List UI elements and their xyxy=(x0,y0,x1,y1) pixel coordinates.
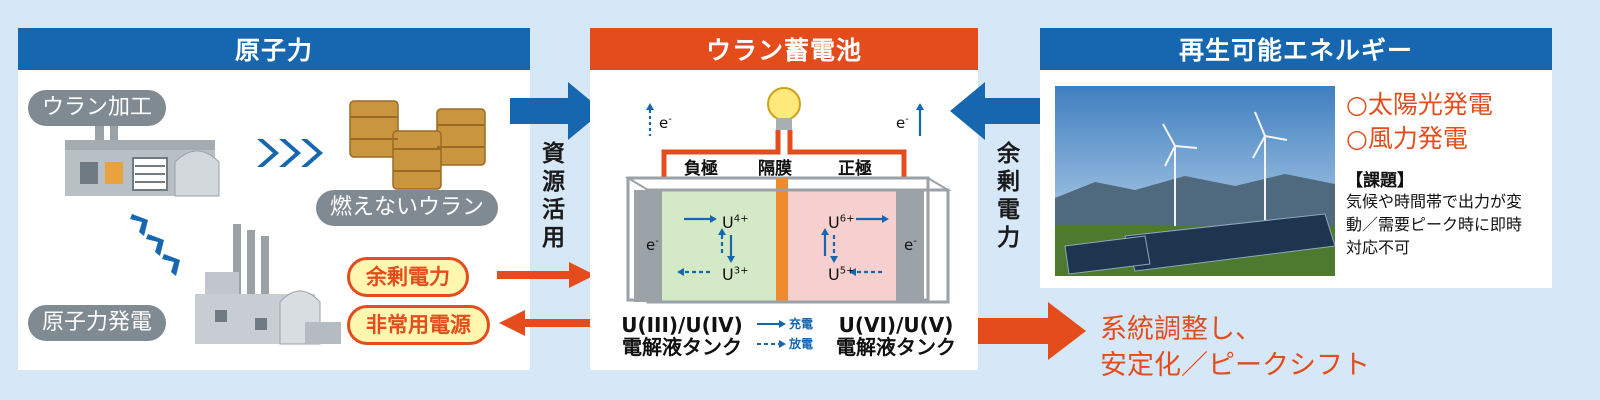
right-tank-label: U(VI)/U(V) 電解液タンク xyxy=(836,313,956,359)
renewable-header: 再生可能エネルギー xyxy=(1040,28,1552,70)
result-line2: 安定化／ピークシフト xyxy=(1100,350,1370,381)
battery-header: ウラン蓄電池 xyxy=(590,28,978,70)
result-arrow-icon xyxy=(978,302,1086,360)
renewable-title: 再生可能エネルギー xyxy=(1178,36,1413,65)
power-plant-illustration xyxy=(195,224,341,345)
chevrons-down-icon xyxy=(130,214,180,276)
nuclear-power-label: 原子力発電 xyxy=(28,305,167,341)
discharge-legend-label: 放電 xyxy=(789,337,814,351)
membrane-label: 隔膜 xyxy=(758,159,792,179)
uranium-processing-label: ウラン加工 xyxy=(28,90,167,126)
surplus-power-pill: 余剰電力 xyxy=(347,257,469,297)
resource-arrow-icon xyxy=(510,82,603,140)
left-tank-label: U(III)/U(IV) 電解液タンク xyxy=(621,313,743,359)
solar-label: ○太陽光発電 xyxy=(1346,90,1493,119)
surplus-arrow-icon xyxy=(497,262,595,288)
solar-wind-photo xyxy=(1055,86,1335,276)
uranium-barrels-illustration xyxy=(349,100,486,190)
surplus-in-arrow-icon xyxy=(950,82,1043,140)
charge-legend-icon xyxy=(757,320,786,328)
positive-electrode-label: 正極 xyxy=(838,159,872,179)
issue-text: 気候や時間帯で出力が変動／需要ピーク時に即時対応不可 xyxy=(1346,192,1523,257)
electron-left: e- xyxy=(646,236,659,254)
charge-legend-label: 充電 xyxy=(789,317,814,331)
issue-title: 【課題】 xyxy=(1346,171,1414,191)
nuclear-header: 原子力 xyxy=(18,28,530,70)
nuclear-title: 原子力 xyxy=(234,36,313,65)
negative-electrode-label: 負極 xyxy=(684,159,718,179)
battery-diagram xyxy=(624,87,952,304)
ion-u5: U5+ xyxy=(828,265,855,284)
unburnable-uranium-label: 燃えないウラン xyxy=(316,190,499,226)
resource-use-label: 資 源 活 用 xyxy=(542,141,565,251)
emergency-power-pill: 非常用電源 xyxy=(347,305,490,345)
surplus-vertical-label: 余 剰 電 力 xyxy=(997,141,1020,251)
electron-right: e- xyxy=(904,236,917,254)
result-line1: 系統調整し、 xyxy=(1100,314,1262,345)
ion-u4: U4+ xyxy=(722,213,749,232)
battery-title: ウラン蓄電池 xyxy=(705,36,862,65)
factory-illustration xyxy=(65,108,220,197)
wind-label: ○風力発電 xyxy=(1346,124,1468,153)
electron-top-right: e- xyxy=(896,114,909,132)
chevrons-right-icon xyxy=(257,139,323,167)
ion-u6: U6+ xyxy=(828,213,855,232)
electron-top-left: e- xyxy=(659,114,672,132)
discharge-legend-icon xyxy=(757,340,786,348)
ion-u3: U3+ xyxy=(722,265,749,284)
emergency-arrow-icon xyxy=(499,310,597,336)
